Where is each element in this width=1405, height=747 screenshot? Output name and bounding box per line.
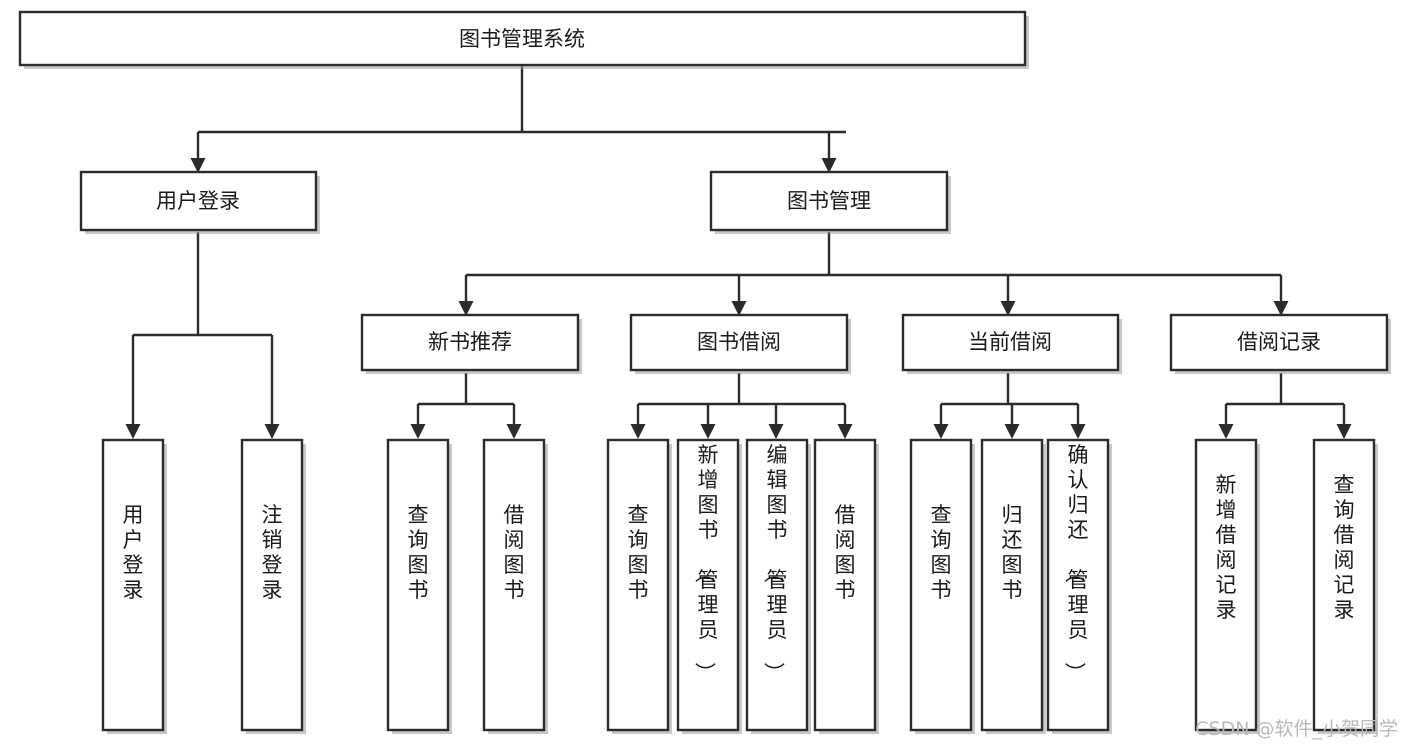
node-borrow-record[interactable]: 借阅记录 (1169, 313, 1391, 374)
arrow-to-leaf-edit-book (768, 424, 784, 439)
arrow-to-current-borrow (1000, 301, 1016, 316)
node-leaf-add-book-label: 新增图书（管理员） (693, 443, 719, 683)
node-leaf-return-book[interactable]: 归还图书 (980, 438, 1046, 734)
node-leaf-add-book[interactable]: 新增图书（管理员） (676, 438, 742, 734)
node-leaf-borrow-book-2[interactable]: 借阅图书 (813, 438, 879, 734)
node-leaf-confirm-return-label: 确认归还（管理员） (1063, 443, 1089, 683)
arrow-to-leaf-add-record (1218, 424, 1234, 439)
connector-book-management-to-level3 (458, 232, 1289, 316)
node-current-borrow-label: 当前借阅 (968, 330, 1052, 354)
arrow-to-leaf-return-book (1004, 424, 1020, 439)
node-leaf-logout-login-label: 注销登录 (262, 503, 283, 602)
node-book-borrow-label: 图书借阅 (697, 330, 781, 354)
arrow-to-borrow-record (1273, 301, 1289, 316)
node-leaf-user-login-label: 用户登录 (123, 503, 144, 602)
arrow-to-leaf-add-book (700, 424, 716, 439)
arrow-to-leaf-query-book-2 (630, 424, 646, 439)
arrow-to-leaf-borrow-book-1 (506, 424, 522, 439)
connector-book-borrow-to-leaves (630, 373, 853, 439)
node-user-login[interactable]: 用户登录 (79, 170, 320, 234)
node-leaf-confirm-return[interactable]: 确认归还（管理员） (1046, 438, 1112, 734)
node-leaf-user-login[interactable]: 用户登录 (101, 438, 167, 734)
node-book-management-label: 图书管理 (787, 189, 871, 213)
watermark: CSDN @软件_小贺同学 (1195, 718, 1398, 740)
node-leaf-query-book-3[interactable]: 查询图书 (909, 438, 975, 734)
node-new-book-recommend[interactable]: 新书推荐 (360, 313, 582, 374)
arrow-to-user-login (190, 158, 206, 173)
node-leaf-query-record[interactable]: 查询借阅记录 (1312, 438, 1378, 734)
node-leaf-add-record[interactable]: 新增借阅记录 (1194, 438, 1260, 734)
arrow-to-leaf-confirm-return (1070, 424, 1086, 439)
arrow-to-leaf-borrow-book-2 (837, 424, 853, 439)
node-leaf-query-book-1[interactable]: 查询图书 (386, 438, 452, 734)
node-leaf-query-book-2-label: 查询图书 (628, 503, 649, 602)
node-root-label: 图书管理系统 (459, 27, 585, 51)
connector-new-book-recommend-to-leaves (410, 373, 522, 439)
node-borrow-record-label: 借阅记录 (1237, 330, 1321, 354)
node-leaf-query-record-label: 查询借阅记录 (1334, 473, 1355, 622)
arrow-to-leaf-query-record (1336, 424, 1352, 439)
node-leaf-edit-book[interactable]: 编辑图书（管理员） (745, 438, 811, 734)
arrow-to-book-management (821, 158, 837, 173)
node-current-borrow[interactable]: 当前借阅 (901, 313, 1122, 374)
arrow-to-leaf-user-login (125, 424, 141, 439)
node-leaf-logout-login[interactable]: 注销登录 (240, 438, 306, 734)
node-leaf-edit-book-label: 编辑图书（管理员） (762, 443, 788, 683)
arrow-to-leaf-query-book-1 (410, 424, 426, 439)
node-leaf-return-book-label: 归还图书 (1002, 503, 1023, 602)
arrow-to-leaf-query-book-3 (933, 424, 949, 439)
node-leaf-query-book-2[interactable]: 查询图书 (606, 438, 672, 734)
node-root[interactable]: 图书管理系统 (18, 10, 1029, 69)
node-new-book-recommend-label: 新书推荐 (428, 330, 512, 354)
node-leaf-add-record-label: 新增借阅记录 (1216, 473, 1237, 622)
node-user-login-label: 用户登录 (156, 189, 240, 213)
arrow-to-new-book-recommend (458, 301, 474, 316)
node-leaf-query-book-3-label: 查询图书 (931, 503, 952, 602)
arrow-to-book-borrow (731, 301, 747, 316)
node-leaf-borrow-book-1[interactable]: 借阅图书 (482, 438, 548, 734)
node-leaf-borrow-book-2-label: 借阅图书 (835, 503, 856, 602)
connectors-layer (125, 65, 1352, 439)
connector-current-borrow-to-leaves (933, 373, 1086, 439)
node-book-management[interactable]: 图书管理 (709, 170, 951, 234)
connector-borrow-record-to-leaves (1218, 373, 1352, 439)
connector-user-login-to-leaves (125, 232, 280, 439)
node-book-borrow[interactable]: 图书借阅 (629, 313, 851, 374)
connector-root-to-level2 (190, 65, 846, 173)
node-leaf-query-book-1-label: 查询图书 (408, 503, 429, 602)
node-leaf-borrow-book-1-label: 借阅图书 (504, 503, 525, 602)
arrow-to-leaf-logout-login (264, 424, 280, 439)
